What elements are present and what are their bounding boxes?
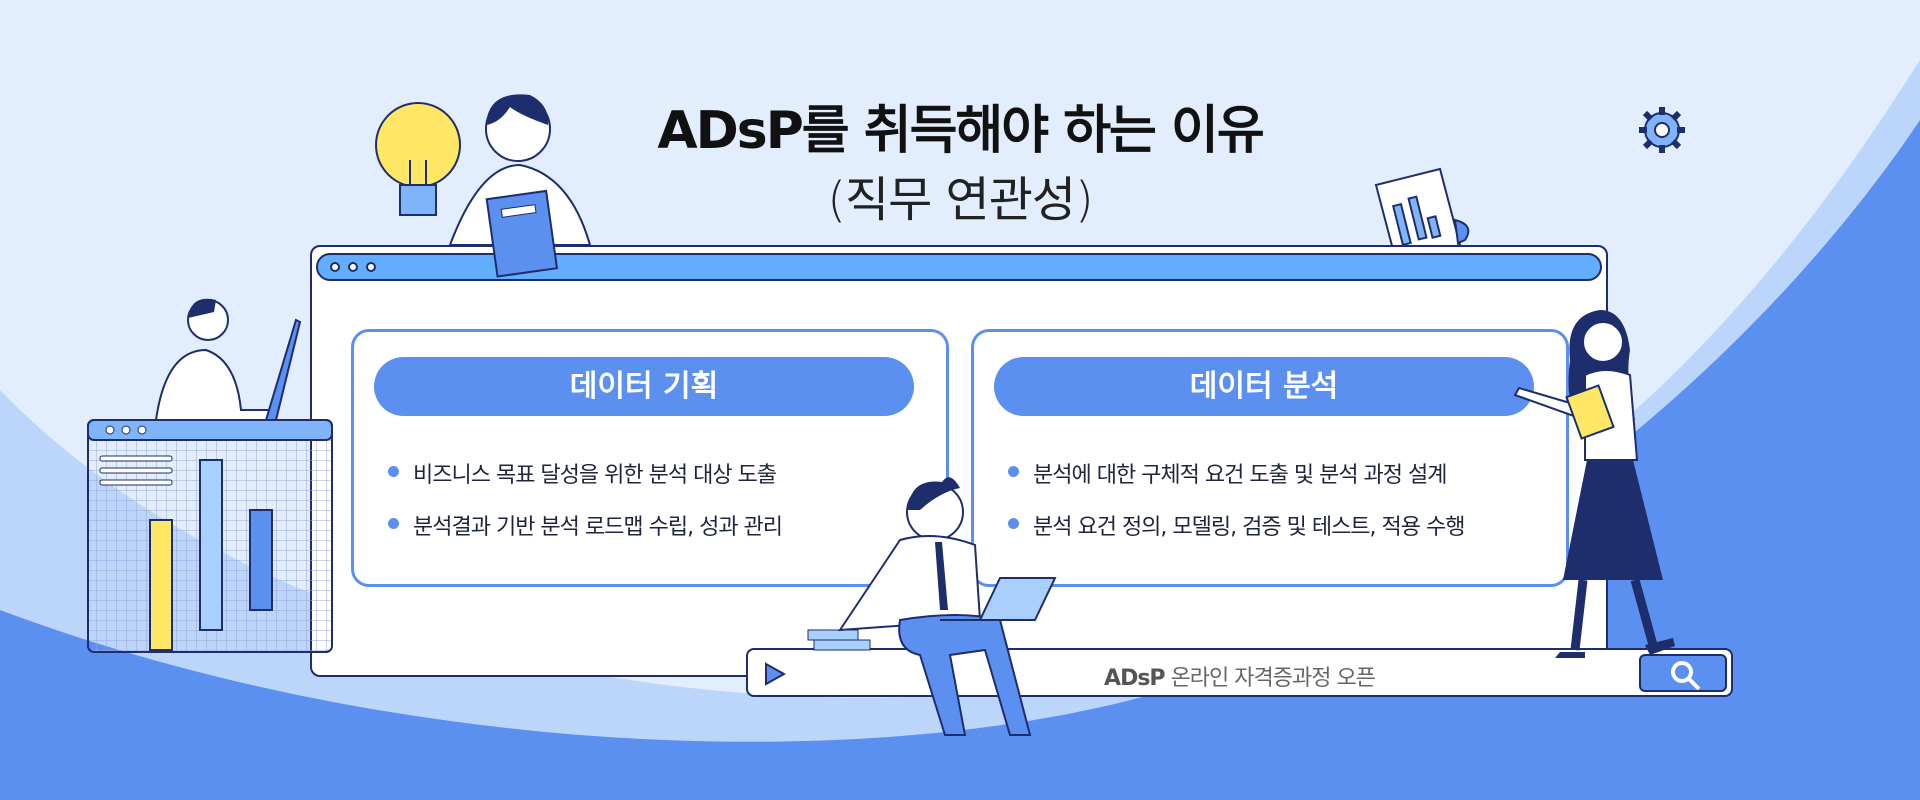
list-item: 분석에 대한 구체적 요건 도출 및 분석 과정 설계 (1008, 457, 1465, 509)
list-item: 분석 요건 정의, 모델링, 검증 및 테스트, 적용 수행 (1008, 509, 1465, 561)
search-text: ADsP 온라인 자격증과정 오픈 (748, 660, 1731, 692)
list-item: 비즈니스 목표 달성을 위한 분석 대상 도출 (388, 457, 782, 509)
man-with-lightbulb-illustration (375, 94, 592, 278)
window-dot (366, 262, 376, 272)
bullet-icon (388, 518, 399, 529)
window-dot (348, 262, 358, 272)
play-icon (765, 662, 786, 686)
page-title: ADsP를 취득해야 하는 이유 (657, 101, 1264, 161)
window-titlebar (316, 253, 1602, 281)
search-icon (1671, 661, 1701, 691)
bullet-icon (1008, 518, 1019, 529)
chart-document-icon (1374, 167, 1470, 263)
bullet-text: 비즈니스 목표 달성을 위한 분석 대상 도출 (413, 463, 777, 488)
bullet-text: 분석 요건 정의, 모델링, 검증 및 테스트, 적용 수행 (1033, 515, 1465, 540)
card-data-analysis: 데이터 분석 분석에 대한 구체적 요건 도출 및 분석 과정 설계 분석 요건… (971, 329, 1569, 587)
man-with-laptop-illustration (807, 477, 1057, 736)
card-heading: 데이터 기획 (374, 357, 914, 416)
search-brand: ADsP (1104, 666, 1166, 691)
card-heading: 데이터 분석 (994, 357, 1534, 416)
gear-icon (1639, 107, 1685, 153)
bullet-text: 분석에 대한 구체적 요건 도출 및 분석 과정 설계 (1033, 463, 1448, 488)
card-data-planning: 데이터 기획 비즈니스 목표 달성을 위한 분석 대상 도출 분석결과 기반 분… (351, 329, 949, 587)
search-label: 온라인 자격증과정 오픈 (1170, 666, 1376, 691)
list-item: 분석결과 기반 분석 로드맵 수립, 성과 관리 (388, 509, 783, 561)
person-with-chart-illustration (87, 298, 333, 653)
page-subtitle: (직무 연관성) (827, 172, 1094, 228)
search-button[interactable] (1639, 654, 1727, 692)
window-dot (330, 262, 340, 272)
bullet-text: 분석결과 기반 분석 로드맵 수립, 성과 관리 (413, 515, 783, 540)
woman-with-folder-illustration (1513, 310, 1675, 658)
search-bar[interactable]: ADsP 온라인 자격증과정 오픈 (746, 648, 1733, 697)
bullet-icon (1008, 466, 1019, 477)
bullet-icon (388, 466, 399, 477)
